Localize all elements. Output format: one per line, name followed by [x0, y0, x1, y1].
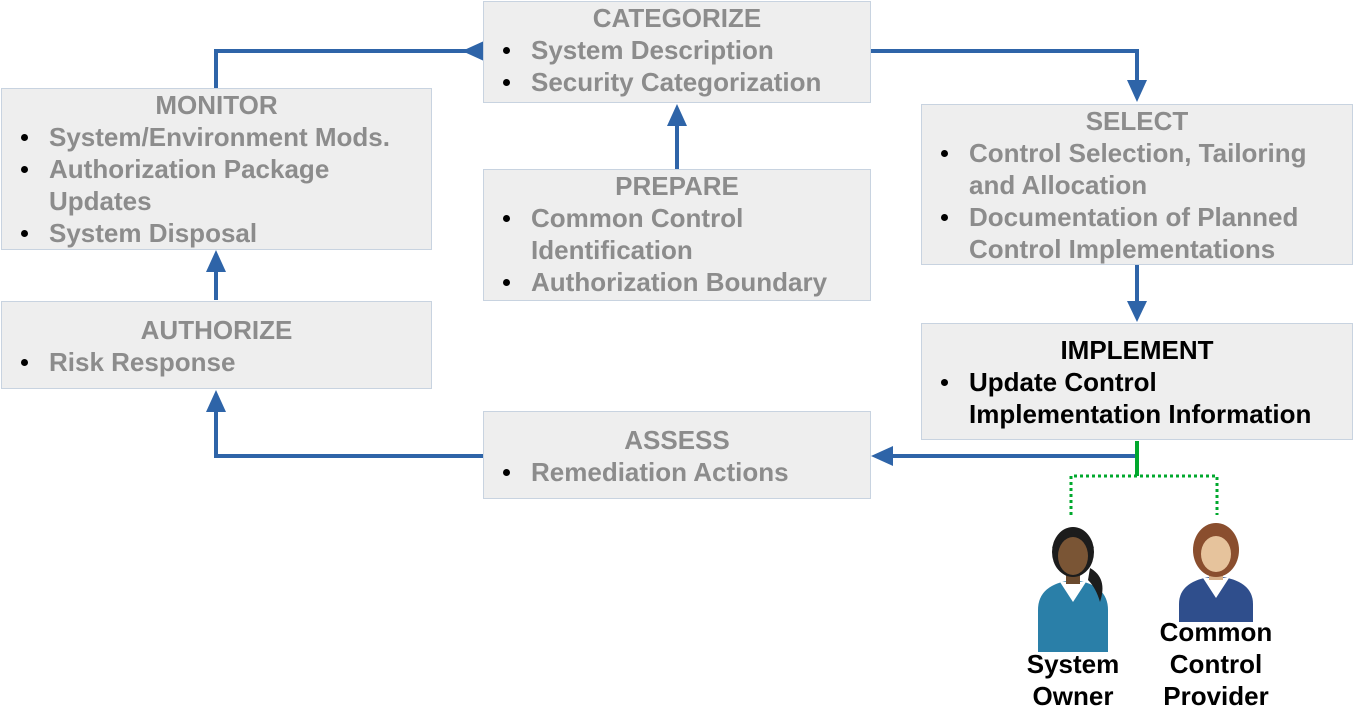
arrow-authorize-to-monitor-head: [206, 250, 226, 272]
categorize-item: System Description: [484, 34, 870, 66]
authorize-list: Risk Response: [2, 346, 431, 378]
implement-item: Update Control Implementation Informatio…: [922, 366, 1349, 430]
common-control-provider-label-line: Control: [1169, 649, 1263, 679]
assess-box: ASSESS Remediation Actions: [483, 411, 871, 499]
arrow-select-to-implement-head: [1127, 301, 1147, 322]
monitor-box: MONITOR System/Environment Mods. Authori…: [1, 88, 432, 250]
categorize-item: Security Categorization: [484, 66, 870, 98]
system-owner-person-icon: [1038, 527, 1108, 652]
arrow-implement-to-assess-head: [871, 446, 893, 466]
assess-title: ASSESS: [624, 425, 730, 455]
categorize-title: CATEGORIZE: [592, 3, 762, 33]
select-box: SELECT Control Selection, Tailoring and …: [921, 104, 1353, 265]
system-owner-label-line: Owner: [1032, 681, 1114, 711]
connector-roles-dotted: [1069, 474, 1219, 515]
arrow-categorize-to-select-head: [1127, 80, 1147, 102]
arrow-categorize-to-select: [871, 49, 1139, 80]
implement-title: IMPLEMENT: [1060, 335, 1214, 365]
monitor-item: System Disposal: [2, 217, 431, 249]
arrow-prepare-to-categorize-head: [667, 104, 687, 126]
implement-box: IMPLEMENT Update Control Implementation …: [921, 323, 1353, 440]
monitor-item: Authorization Package Updates: [2, 153, 369, 217]
authorize-box: AUTHORIZE Risk Response: [1, 301, 432, 389]
prepare-title: PREPARE: [615, 171, 739, 201]
assess-list: Remediation Actions: [484, 456, 870, 488]
monitor-item: System/Environment Mods.: [2, 121, 431, 153]
prepare-box: PREPARE Common Control Identification Au…: [483, 169, 871, 301]
monitor-list: System/Environment Mods. Authorization P…: [2, 121, 431, 249]
select-list: Control Selection, Tailoring and Allocat…: [922, 137, 1352, 265]
implement-list: Update Control Implementation Informatio…: [922, 366, 1352, 430]
authorize-title: AUTHORIZE: [140, 315, 293, 345]
prepare-list: Common Control Identification Authorizat…: [484, 202, 870, 298]
common-control-provider-label: Common Control Provider: [1146, 616, 1286, 712]
arrow-implement-to-assess: [893, 441, 1139, 458]
categorize-list: System Description Security Categorizati…: [484, 34, 870, 98]
monitor-title: MONITOR: [155, 90, 278, 120]
common-control-provider-label-line: Provider: [1163, 681, 1269, 711]
arrow-assess-to-authorize-head: [206, 390, 226, 412]
authorize-item: Risk Response: [2, 346, 431, 378]
common-control-provider-person-icon: [1179, 523, 1253, 622]
prepare-item: Common Control Identification: [484, 202, 771, 266]
select-title: SELECT: [1085, 106, 1189, 136]
arrow-monitor-to-categorize-head: [462, 41, 484, 61]
select-item: Control Selection, Tailoring and Allocat…: [922, 137, 1339, 201]
categorize-box: CATEGORIZE System Description Security C…: [483, 1, 871, 103]
select-item: Documentation of Planned Control Impleme…: [922, 201, 1329, 265]
common-control-provider-label-line: Common: [1159, 617, 1273, 647]
assess-item: Remediation Actions: [484, 456, 870, 488]
system-owner-label: System Owner: [1013, 648, 1133, 712]
arrow-monitor-to-categorize: [214, 49, 484, 88]
prepare-item: Authorization Boundary: [484, 266, 870, 298]
arrow-assess-to-authorize: [214, 412, 484, 458]
system-owner-label-line: System: [1026, 649, 1120, 679]
